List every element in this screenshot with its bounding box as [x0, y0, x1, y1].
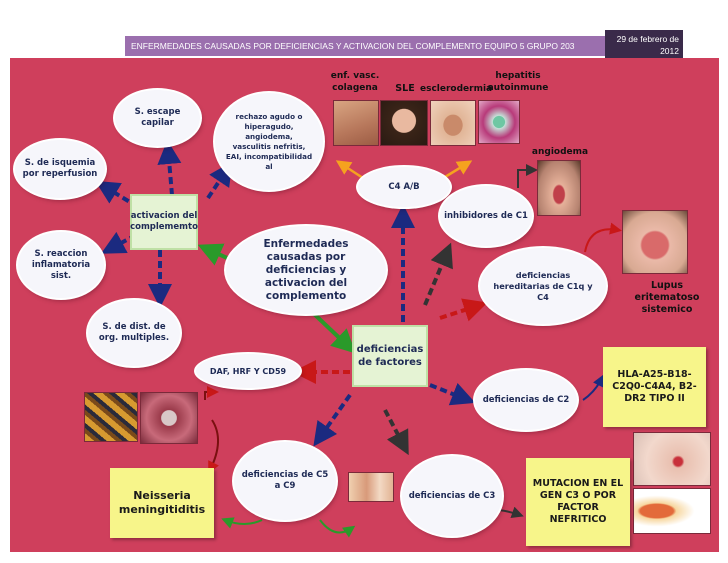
arrow-activacion-escape [157, 140, 182, 196]
photo-hepatitis [478, 100, 520, 144]
note-hla-text: HLA-A25-B18-C2Q0-C4A4, B2-DR2 TIPO II [612, 369, 697, 404]
photo-lupus [622, 210, 688, 274]
cloud-isquemia-label: S. de isquemia por reperfusion [22, 158, 98, 179]
cloud-inhibidores-label: inhibidores de C1 [444, 210, 528, 221]
photo-c3-kidney [633, 488, 711, 534]
label-lupus: Lupus eritematoso sistemico [634, 280, 700, 315]
label-sle: SLE [395, 83, 415, 94]
photo-c3-lesion [633, 432, 711, 486]
cloud-c3: deficiencias de C3 [402, 456, 502, 536]
cloud-reaccion-label: S. reaccion inflamatoria sist. [31, 248, 91, 281]
label-hepatitis: hepatitis autoinmune [487, 71, 549, 93]
cloud-c4ab: C4 A/B [358, 167, 450, 207]
cloud-dist-label: S. de dist. de org. multiples. [98, 322, 170, 343]
cloud-daf: DAF, HRF Y CD59 [196, 354, 300, 388]
cloud-c3-label: deficiencias de C3 [408, 490, 496, 501]
arrow-activacion-isquemia [95, 180, 140, 209]
cloud-dist-org: S. de dist. de org. multiples. [88, 300, 180, 366]
note-mutacion-text: MUTACION EN EL GEN C3 O POR FACTOR NEFRI… [532, 478, 624, 525]
cloud-isquemia: S. de isquemia por reperfusion [15, 140, 105, 198]
header-title: ENFERMEDADES CAUSADAS POR DEFICIENCIAS Y… [131, 41, 575, 51]
arrow-deficiencias-c2 [429, 382, 476, 406]
arrow-deficiencias-hereditarias [439, 298, 488, 322]
cloud-hereditarias: deficiencias hereditarias de C1q y C4 [480, 248, 606, 324]
arrow-activacion-rechazo [206, 161, 233, 200]
photo-angiodema [537, 160, 581, 216]
cloud-rechazo-label: rechazo agudo o hiperagudo, angiodema, v… [225, 111, 313, 171]
activacion-label: activacion del complememto [130, 211, 198, 232]
cloud-reaccion: S. reaccion inflamatoria sist. [18, 232, 104, 298]
header-bar: ENFERMEDADES CAUSADAS POR DEFICIENCIAS Y… [125, 36, 605, 56]
arrow-deficiencias-c5c9 [313, 393, 352, 447]
photo-neisseria-culture [140, 392, 198, 444]
central-title: Enfermedades causadas por deficiencias y… [263, 237, 349, 302]
label-enf-vasc: enf. vasc. colagena [330, 71, 380, 93]
note-hla: HLA-A25-B18-C2Q0-C4A4, B2-DR2 TIPO II [603, 347, 706, 427]
note-mutacion: MUTACION EN EL GEN C3 O POR FACTOR NEFRI… [526, 458, 630, 546]
cloud-c5c9: deficiencias de C5 a C9 [234, 442, 336, 520]
cloud-c4ab-label: C4 A/B [388, 181, 420, 192]
arrow-photos-neisseria [208, 419, 219, 474]
deficiencias-label: deficiencias de factores [356, 344, 424, 368]
central-cloud: Enfermedades causadas por deficiencias y… [226, 226, 386, 314]
arrow-hereditarias-lupus [584, 222, 622, 253]
deficiencias-note: deficiencias de factores [352, 325, 428, 387]
arrow-c4ab-left [335, 160, 367, 182]
cloud-daf-label: DAF, HRF Y CD59 [209, 366, 287, 376]
photo-esclerodermia [430, 100, 476, 146]
photo-c5c9 [348, 472, 394, 502]
note-neisseria: Neisseria meningitiditis [110, 468, 214, 538]
cloud-rechazo: rechazo agudo o hiperagudo, angiodema, v… [215, 93, 323, 190]
arrow-deficiencias-c3 [383, 409, 409, 456]
arrow-daf-photos [204, 386, 219, 400]
label-esclerodermia: esclerodermia [420, 84, 493, 94]
note-neisseria-text: Neisseria meningitiditis [118, 489, 206, 516]
photo-neisseria-bacteria [84, 392, 138, 442]
cloud-inhibidores: inhibidores de C1 [440, 186, 532, 246]
cloud-hereditarias-label: deficiencias hereditarias de C1q y C4 [493, 269, 593, 302]
label-angiodema: angiodema [531, 147, 589, 157]
cloud-escape-capilar: S. escape capilar [115, 90, 200, 146]
photo-enf-vasc [333, 100, 379, 146]
arrow-central-deficiencias [310, 310, 356, 354]
activacion-note: activacion del complememto [130, 194, 198, 250]
cloud-escape-label: S. escape capilar [134, 107, 181, 128]
arrow-deficiencias-inhibidores [423, 242, 453, 306]
photo-sle [380, 100, 428, 146]
arrow-c5c9-bottom [319, 519, 356, 538]
arrow-c2-hla [582, 374, 604, 401]
cloud-c5c9-label: deficiencias de C5 a C9 [241, 470, 329, 491]
arrow-inhibidores-angiodema [517, 164, 538, 188]
arrow-c5c9-neisseria [221, 517, 263, 529]
cloud-c2-label: deficiencias de C2 [482, 394, 570, 405]
header-date: 29 de febrero de 2012 [605, 30, 683, 58]
cloud-c2: deficiencias de C2 [475, 370, 577, 430]
